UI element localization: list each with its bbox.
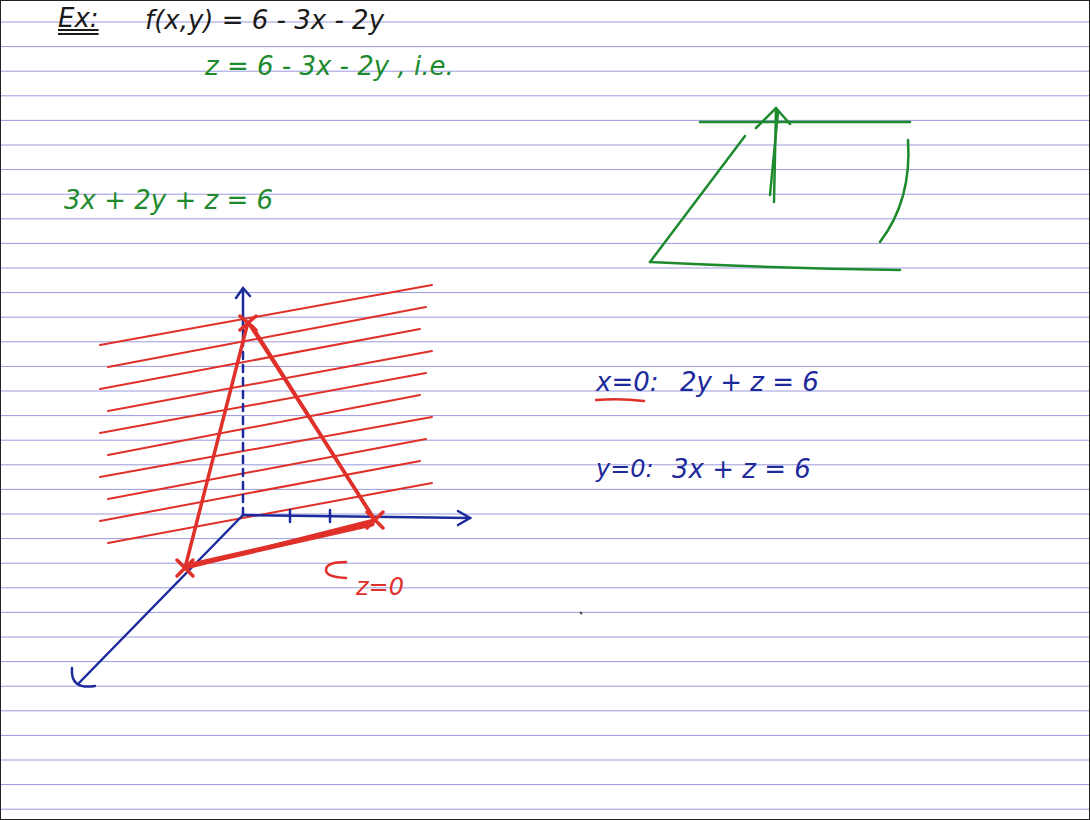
ruling-line bbox=[0, 809, 1090, 810]
x-axis-head bbox=[72, 668, 95, 687]
ruling-line bbox=[0, 292, 1090, 293]
z-axis-head bbox=[236, 288, 250, 298]
ruling-line bbox=[0, 440, 1090, 441]
ruling-line bbox=[0, 169, 1090, 170]
intercept-mark bbox=[367, 512, 383, 528]
plane-hatching bbox=[100, 285, 432, 543]
axes bbox=[72, 288, 470, 687]
triangle-outline bbox=[185, 322, 375, 568]
pen-dot bbox=[580, 612, 582, 614]
ruling-line bbox=[0, 784, 1090, 785]
ruling-line bbox=[0, 710, 1090, 711]
pointer-mark bbox=[326, 562, 346, 578]
note-text: 3x + 2y + z = 6 bbox=[64, 186, 273, 215]
plane-edge bbox=[650, 136, 745, 262]
ruling-line bbox=[0, 415, 1090, 416]
note-text: 3x + z = 6 bbox=[672, 455, 811, 484]
ruling-line bbox=[0, 243, 1090, 244]
hatch-line bbox=[108, 395, 420, 455]
hatch-line bbox=[100, 461, 420, 521]
note-text: x=0: bbox=[596, 368, 658, 397]
note-text: 2y + z = 6 bbox=[680, 368, 819, 397]
normal-arrow bbox=[770, 112, 778, 195]
plane-edge bbox=[880, 140, 908, 242]
z-axis-dashed bbox=[242, 340, 245, 515]
intercept-mark bbox=[177, 560, 193, 576]
hatch-line bbox=[108, 483, 432, 543]
ruling-line bbox=[0, 71, 1090, 72]
ruling-line bbox=[0, 760, 1090, 761]
note-text: z=0 bbox=[356, 574, 404, 600]
plane-edge bbox=[650, 262, 900, 270]
ruling-line bbox=[0, 120, 1090, 121]
ruling-line bbox=[0, 587, 1090, 588]
y-axis-head bbox=[458, 511, 470, 525]
note-text: z = 6 - 3x - 2y , i.e. bbox=[205, 52, 454, 81]
ruling-line bbox=[0, 735, 1090, 736]
ruling-line bbox=[0, 391, 1090, 392]
ruling-line bbox=[0, 686, 1090, 687]
axis-ticks bbox=[290, 510, 330, 522]
ruling-line bbox=[0, 514, 1090, 515]
note-text: y=0: bbox=[596, 456, 654, 482]
plane-edge bbox=[700, 121, 910, 124]
y-axis bbox=[243, 515, 470, 518]
ruling-line bbox=[0, 637, 1090, 638]
trace-triangle bbox=[177, 316, 383, 578]
triangle-base bbox=[187, 524, 372, 566]
normal-arrow-head bbox=[756, 108, 790, 128]
x-axis bbox=[78, 515, 243, 684]
note-text: Ex: bbox=[58, 4, 99, 33]
plane-sketch bbox=[650, 108, 910, 270]
ruling-line bbox=[0, 145, 1090, 146]
ruling-line bbox=[0, 538, 1090, 539]
intercept-mark bbox=[240, 316, 256, 330]
ruling-line bbox=[0, 366, 1090, 367]
underline bbox=[596, 399, 644, 401]
triangle-edge bbox=[252, 326, 372, 516]
paper-ruling bbox=[0, 22, 1090, 809]
ruling-line bbox=[0, 95, 1090, 96]
ruling-line bbox=[0, 46, 1090, 47]
ruling-line bbox=[0, 317, 1090, 318]
ruling-line bbox=[0, 268, 1090, 269]
ruling-line bbox=[0, 612, 1090, 613]
ruling-line bbox=[0, 563, 1090, 564]
note-text: f(x,y) = 6 - 3x - 2y bbox=[145, 6, 384, 35]
ruling-line bbox=[0, 661, 1090, 662]
ruling-line bbox=[0, 341, 1090, 342]
ruling-line bbox=[0, 218, 1090, 219]
